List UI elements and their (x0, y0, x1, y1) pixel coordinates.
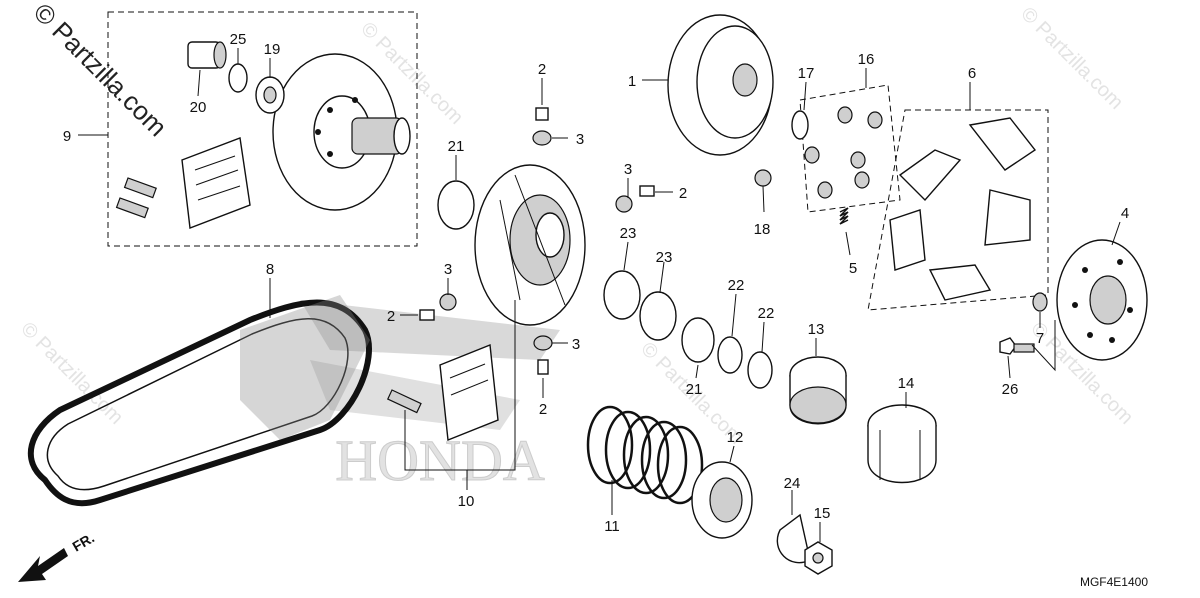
label-part-22: 22 (758, 305, 775, 322)
o-ring-22b (747, 351, 773, 389)
honda-logo-text: HONDA (335, 428, 545, 493)
watermark-main: © Partzilla.com (28, 0, 173, 142)
circlip-25 (228, 63, 248, 93)
washer-17 (791, 110, 809, 140)
label-part-23: 23 (656, 249, 673, 266)
label-part-4: 4 (1121, 205, 1129, 222)
label-part-3: 3 (576, 131, 584, 148)
o-ring-23b (639, 291, 677, 341)
label-part-3: 3 (624, 161, 632, 178)
label-part-2: 2 (387, 308, 395, 325)
clutch-outer-1 (667, 14, 774, 156)
label-part-21: 21 (686, 381, 703, 398)
nut-15 (804, 541, 833, 575)
label-part-22: 22 (728, 277, 745, 294)
spring-seat-12 (691, 461, 753, 539)
bolt-washer-top (532, 107, 552, 146)
label-part-23: 23 (620, 225, 637, 242)
drawing-code: MGF4E1400 (1080, 575, 1148, 589)
label-part-14: 14 (898, 375, 915, 392)
label-part-19: 19 (264, 41, 281, 58)
label-part-25: 25 (230, 31, 247, 48)
part-16-group-box (799, 84, 901, 213)
label-part-9: 9 (63, 128, 71, 145)
bolt-26 (999, 337, 1035, 355)
front-indicator-text: FR. (70, 529, 98, 554)
label-part-13: 13 (808, 321, 825, 338)
drive-plate-4 (1056, 239, 1148, 361)
label-part-26: 26 (1002, 381, 1019, 398)
leader-lines (197, 48, 1121, 542)
label-part-10: 10 (458, 493, 475, 510)
label-part-15: 15 (814, 505, 831, 522)
label-part-21: 21 (448, 138, 465, 155)
pin-10 (386, 389, 422, 414)
label-part-1: 1 (628, 73, 636, 90)
bearing-20 (187, 41, 227, 69)
o-ring-23a (603, 270, 641, 320)
collar-13 (789, 356, 847, 425)
o-ring-22a (717, 336, 743, 374)
part-labels: 1 2 3 3 2 3 2 3 2 4 5 6 7 8 9 10 11 12 1… (63, 31, 1129, 535)
label-part-5: 5 (849, 260, 857, 277)
part-6-group-box (867, 109, 1049, 311)
label-card-10 (439, 344, 499, 441)
collar-14 (867, 404, 937, 484)
bolt-washer-right (615, 185, 655, 213)
label-part-17: 17 (798, 65, 815, 82)
drive-face-10 (474, 164, 586, 326)
label-part-18: 18 (754, 221, 771, 238)
washer-18 (754, 169, 772, 187)
label-part-11: 11 (604, 518, 620, 535)
driven-pulley-face (272, 53, 411, 211)
bearing-19 (255, 76, 285, 114)
label-part-12: 12 (727, 429, 744, 446)
label-part-2: 2 (679, 185, 687, 202)
label-part-16: 16 (858, 51, 875, 68)
oil-seal-21b (681, 317, 715, 363)
label-part-24: 24 (784, 475, 801, 492)
spring-5 (839, 207, 849, 225)
front-direction-arrow: FR. (18, 529, 97, 582)
label-part-8: 8 (266, 261, 274, 278)
label-part-3: 3 (444, 261, 452, 278)
label-part-6: 6 (968, 65, 976, 82)
part-9-group-box (107, 11, 418, 247)
label-part-2: 2 (538, 61, 546, 78)
collar-7 (1032, 292, 1048, 312)
drive-belt-8 (27, 295, 372, 507)
watermark-faint: © Partzilla.com (16, 318, 127, 429)
label-part-2: 2 (539, 401, 547, 418)
oil-seal-21a (437, 180, 475, 230)
label-part-3: 3 (572, 336, 580, 353)
watermark-faint: © Partzilla.com (1016, 3, 1127, 114)
label-part-7: 7 (1036, 330, 1044, 347)
clutch-shoes-6 (889, 117, 1037, 301)
label-part-20: 20 (190, 99, 207, 116)
label-card-9 (181, 137, 251, 229)
dampers-16 (804, 106, 883, 199)
spring-11 (586, 405, 704, 505)
guide-pins (115, 177, 157, 219)
